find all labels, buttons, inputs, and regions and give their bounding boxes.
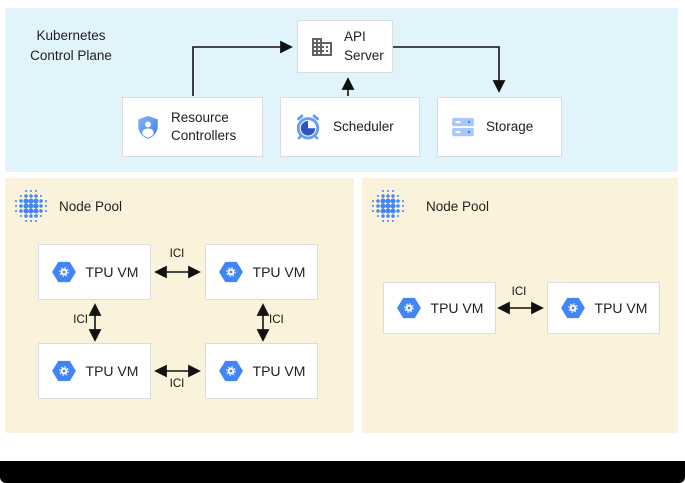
scheduler-label: Scheduler [333, 118, 394, 134]
tpu-vm-label: TPU VM [430, 300, 484, 316]
tpu-hexagon-icon [51, 359, 77, 383]
node-pool-icon [371, 189, 405, 223]
shield-person-icon [138, 115, 158, 139]
resource-controllers-node: Resource Controllers [122, 97, 263, 157]
tpu-vm-node: TPU VM [205, 244, 318, 300]
tpu-vm-label: TPU VM [252, 264, 306, 280]
tpu-vm-node: TPU VM [547, 282, 660, 334]
ici-link-label: ICI [73, 314, 88, 326]
resource-controllers-label: Resource Controllers [171, 109, 237, 143]
tpu-vm-node: TPU VM [205, 343, 318, 399]
api-server-icon [312, 37, 332, 56]
tpu-hexagon-icon [396, 296, 422, 320]
tpu-hexagon-icon [560, 296, 586, 320]
api-server-node: API Server [297, 20, 393, 73]
node-pool-right-title: Node Pool [426, 199, 490, 214]
storage-label: Storage [486, 118, 534, 134]
control-plane-title: Kubernetes Control Plane [30, 28, 112, 64]
storage-stack-icon [452, 117, 474, 137]
ici-link-label: ICI [169, 378, 185, 390]
storage-node: Storage [437, 97, 562, 157]
tpu-vm-label: TPU VM [594, 300, 648, 316]
tpu-vm-node: TPU VM [383, 282, 496, 334]
tpu-hexagon-icon [218, 260, 244, 284]
api-server-label: API Server [344, 29, 384, 63]
tpu-vm-node: TPU VM [38, 244, 151, 300]
tpu-vm-node: TPU VM [38, 343, 151, 399]
tpu-vm-label: TPU VM [252, 363, 306, 379]
ici-link-label: ICI [269, 314, 284, 326]
tpu-vm-label: TPU VM [85, 363, 139, 379]
ici-link-label: ICI [169, 248, 185, 260]
bottom-bar [0, 461, 685, 483]
tpu-vm-label: TPU VM [85, 264, 139, 280]
node-pool-left-title: Node Pool [59, 199, 123, 214]
node-pool-icon [14, 189, 48, 223]
ici-link-label: ICI [511, 286, 527, 298]
scheduler-clock-icon [296, 114, 320, 140]
scheduler-node: Scheduler [280, 97, 420, 157]
tpu-hexagon-icon [218, 359, 244, 383]
tpu-hexagon-icon [51, 260, 77, 284]
